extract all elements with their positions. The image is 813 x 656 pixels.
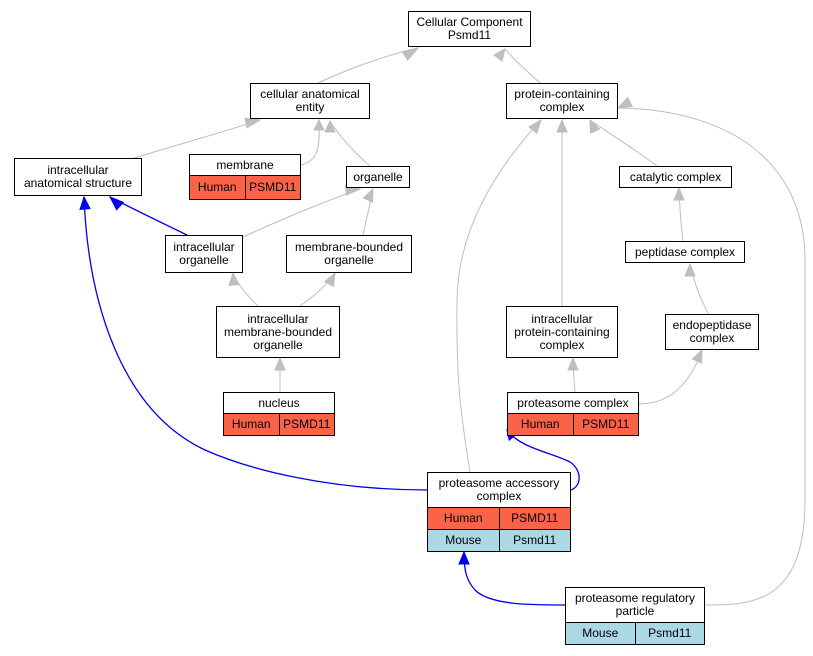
edge-prp-pac — [458, 550, 566, 606]
node-label: proteasome complex — [517, 395, 629, 410]
node-label: cellular anatomical entity — [260, 87, 360, 114]
arrowhead — [228, 271, 240, 286]
edge-ipcc-pcc — [556, 118, 568, 306]
node-label: intracellular membrane-bounded organelle — [223, 311, 333, 352]
node-cat[interactable]: catalytic complex — [619, 166, 732, 188]
node-label: proteasome accessory complex — [438, 476, 560, 503]
node-label: endopeptidase complex — [672, 318, 752, 345]
arrowhead — [79, 195, 91, 210]
arrowhead — [493, 48, 506, 62]
node-label: nucleus — [258, 395, 300, 410]
arrowhead — [244, 117, 262, 129]
species-cell: Human — [443, 511, 483, 525]
node-label: organelle — [353, 169, 403, 184]
arrowhead — [313, 118, 325, 131]
arrowhead — [684, 262, 696, 277]
node-label: intracellular organelle — [173, 240, 235, 267]
edge-pac-pcc — [456, 118, 542, 473]
node-cc[interactable]: Cellular Component Psmd11 — [408, 11, 531, 47]
arrowhead — [401, 47, 420, 62]
ortholog-row: Mouse Psmd11 — [428, 529, 570, 551]
node-endo[interactable]: endopeptidase complex — [665, 314, 759, 350]
edge-prot-endo — [638, 348, 703, 405]
arrowhead — [589, 118, 601, 134]
edge-prp-pcc — [616, 96, 806, 606]
arrowhead — [108, 196, 125, 211]
node-label: Cellular Component Psmd11 — [416, 15, 523, 42]
node-label: membrane — [216, 157, 274, 172]
edge-pep-cat — [673, 186, 685, 242]
arrowhead — [691, 348, 703, 364]
ortholog-row: Human PSMD11 — [428, 507, 570, 529]
node-mbo[interactable]: membrane-bounded organelle — [286, 235, 412, 273]
gene-cell[interactable]: PSMD11 — [498, 508, 571, 529]
node-label: catalytic complex — [629, 169, 722, 184]
node-label: membrane-bounded organelle — [294, 240, 404, 267]
species-cell: Human — [197, 180, 237, 194]
species-cell: Human — [231, 417, 271, 431]
gene-cell[interactable]: Psmd11 — [498, 530, 571, 551]
arrowhead — [274, 356, 286, 371]
edge-io-ias — [108, 196, 188, 236]
species-cell: Mouse — [582, 626, 619, 640]
species-cell: Mouse — [445, 533, 482, 547]
edge-org-cae — [324, 119, 371, 167]
node-io[interactable]: intracellular organelle — [165, 235, 243, 273]
arrowhead — [616, 96, 634, 109]
edge-imbo-io — [228, 271, 259, 307]
edge-cae-cc — [317, 47, 420, 84]
arrowhead — [362, 187, 374, 203]
node-label: intracellular anatomical structure — [23, 163, 133, 190]
node-pep[interactable]: peptidase complex — [625, 241, 745, 263]
node-pcc[interactable]: protein-containing complex — [506, 83, 618, 119]
edge-nuc-imbo — [274, 356, 286, 392]
edge-ias-cae — [133, 117, 262, 159]
edge-endo-pep — [684, 262, 709, 315]
node-imbo[interactable]: intracellular membrane-bounded organelle — [216, 306, 340, 358]
edge-mbo-org — [362, 187, 374, 236]
edge-pcc-cc — [493, 48, 541, 84]
ortholog-row: Human PSMD11 — [190, 175, 300, 199]
gene-cell[interactable]: PSMD11 — [278, 414, 335, 435]
edge-mem-cae — [300, 118, 325, 166]
node-label: proteasome regulatory particle — [574, 591, 696, 618]
edge-pac-ias — [79, 195, 428, 491]
arrowhead — [324, 119, 336, 133]
edge-prot-ipcc — [567, 356, 579, 393]
node-org[interactable]: organelle — [346, 166, 410, 188]
edge-cat-pcc — [589, 118, 658, 167]
ortholog-row: Mouse Psmd11 — [566, 622, 704, 644]
gene-cell[interactable]: PSMD11 — [244, 176, 301, 199]
ortholog-row: Human PSMD11 — [508, 413, 638, 435]
ortholog-row: Human PSMD11 — [224, 413, 334, 435]
arrowhead — [673, 186, 685, 201]
species-cell: Human — [520, 417, 560, 431]
node-cae[interactable]: cellular anatomical entity — [250, 83, 370, 119]
gene-cell[interactable]: Psmd11 — [634, 623, 705, 644]
arrowhead — [323, 271, 336, 288]
edge-imbo-mbo — [299, 271, 336, 307]
node-label: peptidase complex — [634, 244, 736, 259]
node-label: intracellular protein-containing complex — [514, 311, 610, 352]
node-label: protein-containing complex — [514, 87, 610, 114]
arrowhead — [458, 550, 470, 565]
arrowhead — [528, 118, 542, 134]
arrowhead — [556, 118, 568, 133]
node-ias[interactable]: intracellular anatomical structure — [14, 158, 142, 196]
arrowhead — [567, 356, 579, 371]
node-ipcc[interactable]: intracellular protein-containing complex — [506, 306, 618, 358]
gene-cell[interactable]: PSMD11 — [572, 414, 639, 435]
